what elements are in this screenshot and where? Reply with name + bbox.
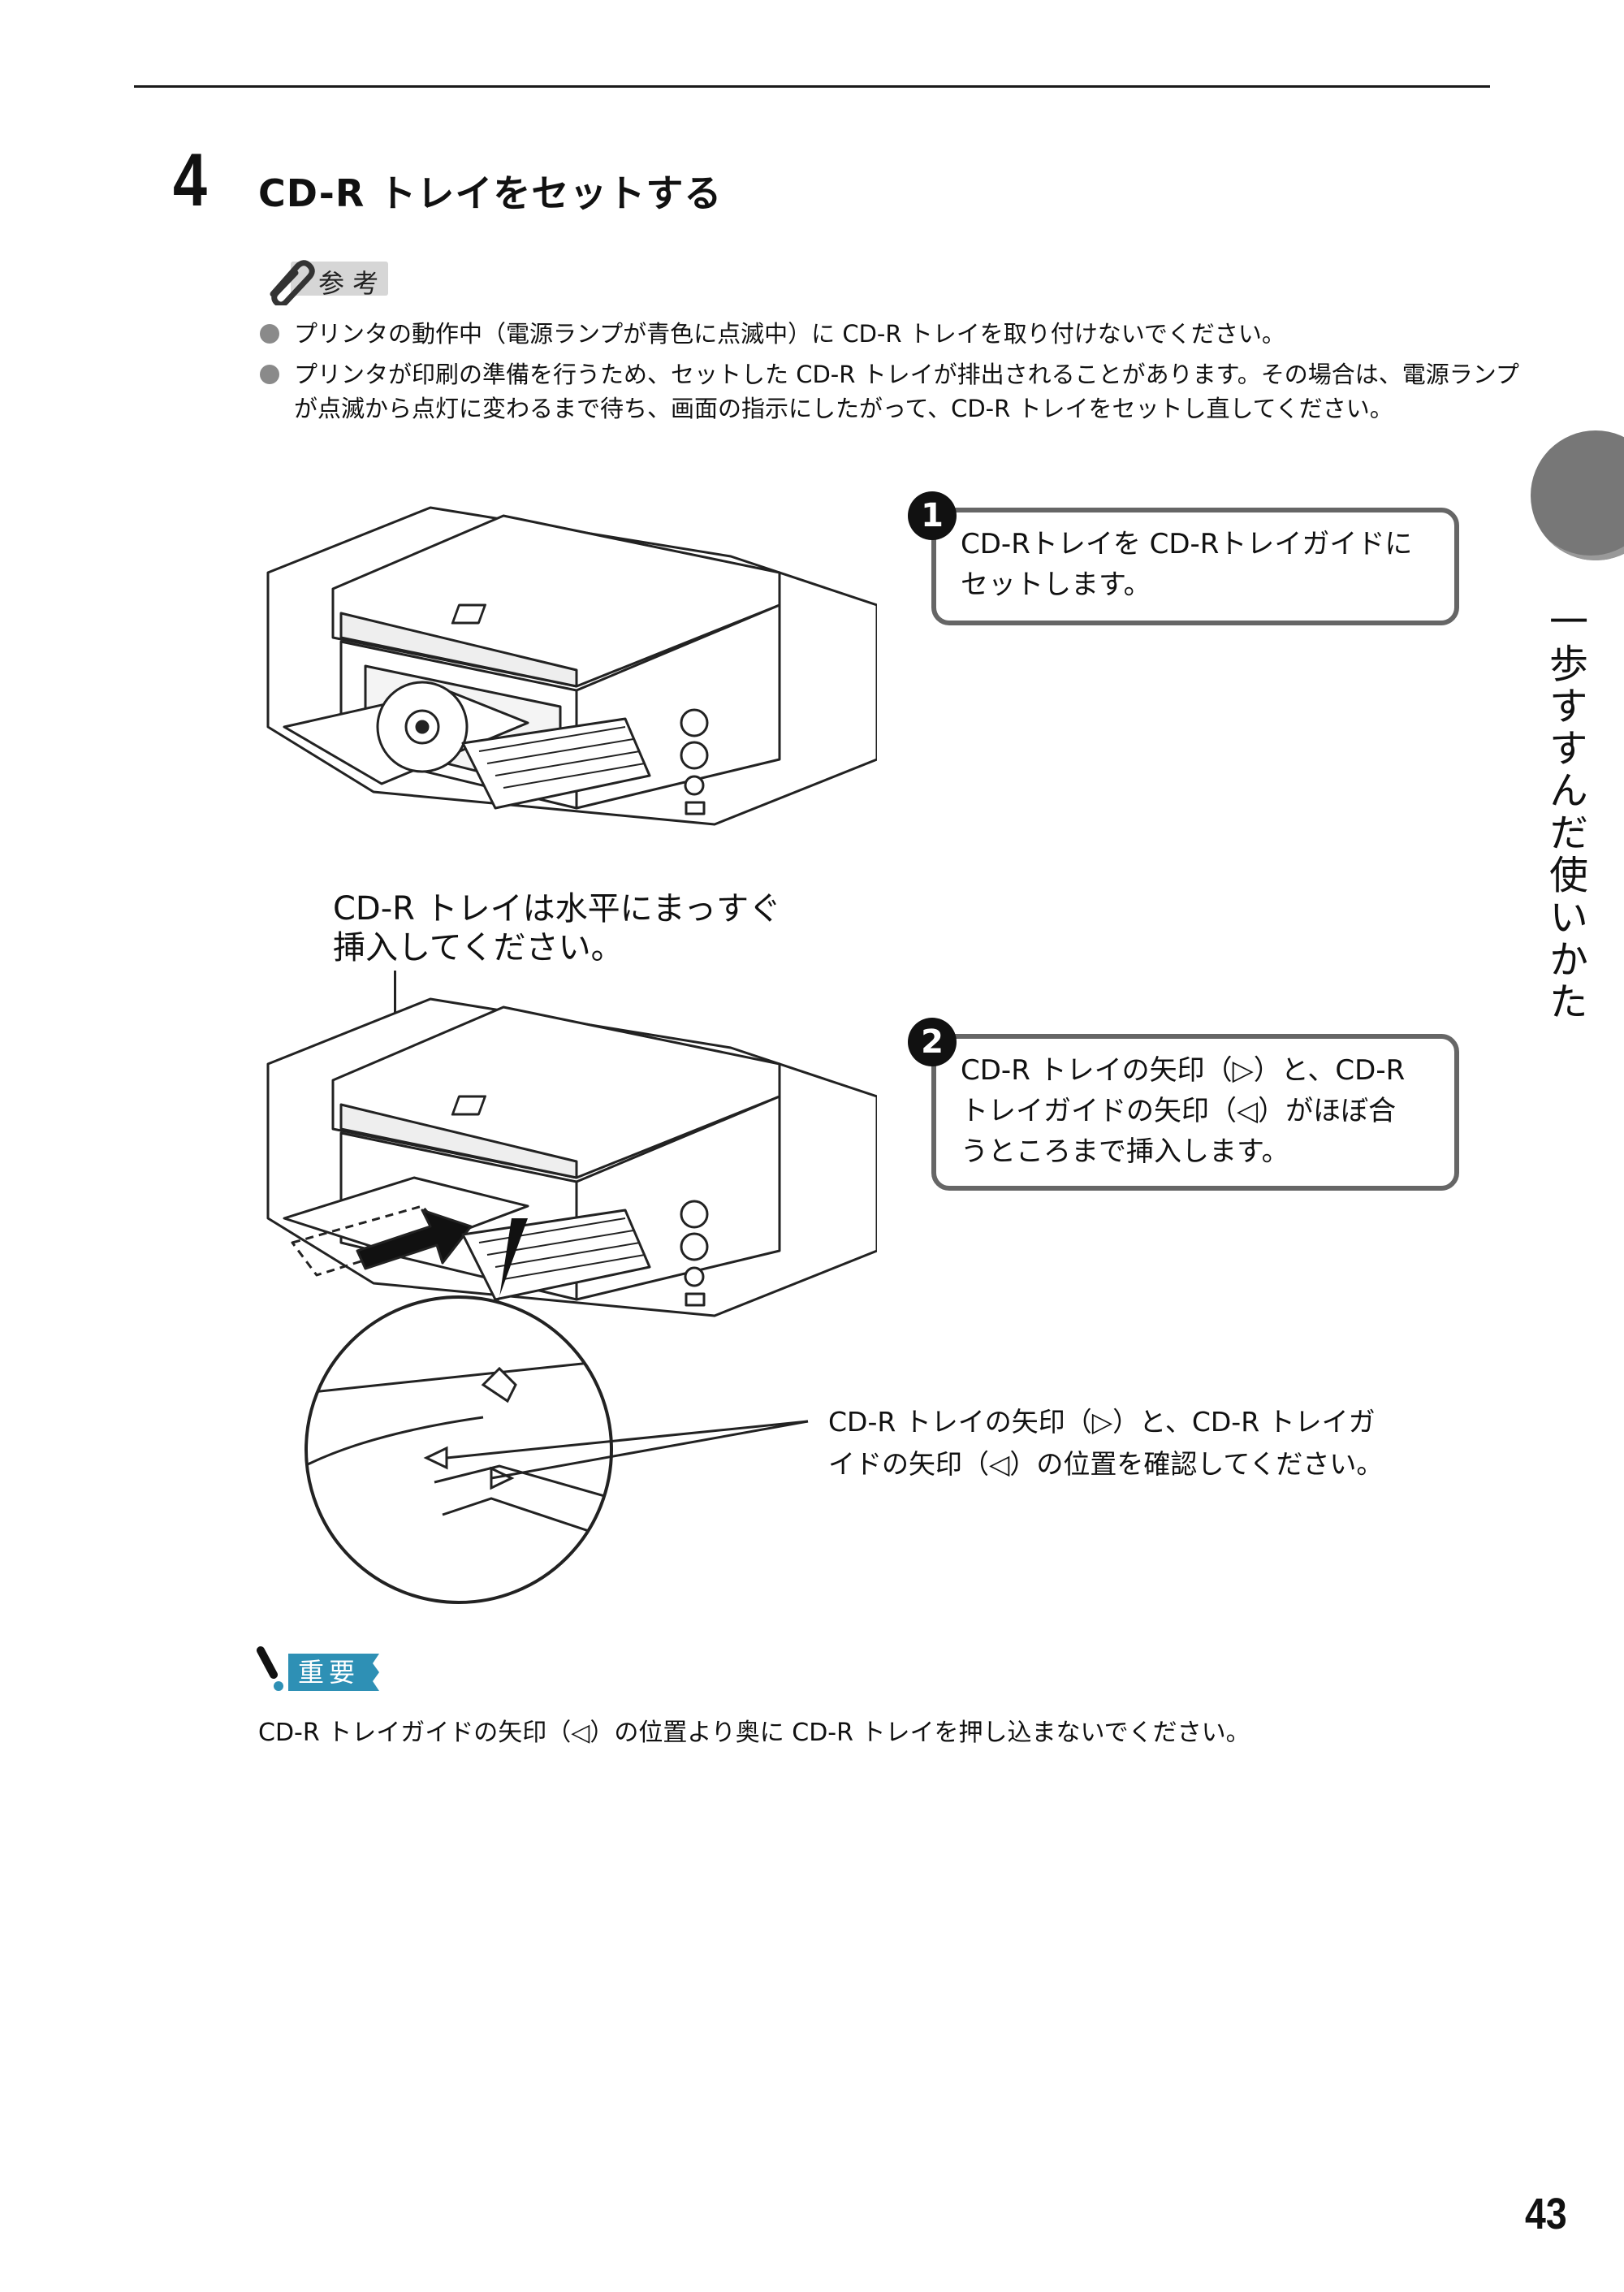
- callout-number-2: 2: [908, 1018, 957, 1066]
- callout-number-1: 1: [908, 491, 957, 540]
- step-number: 4: [173, 139, 207, 222]
- reference-badge: 参 考: [258, 257, 388, 305]
- page-number: 43: [1525, 2190, 1567, 2238]
- zoom-caption: CD-R トレイの矢印（▷）と、CD-R トレイガ イドの矢印（◁）の位置を確認…: [828, 1406, 1384, 1480]
- step-title: CD-R トレイをセットする: [258, 171, 723, 215]
- callout-step-1: CD-Rトレイを CD-Rトレイガイドに セットします。: [931, 508, 1459, 625]
- insertion-instruction: CD-R トレイは水平にまっすぐ 挿入してください。: [333, 890, 782, 967]
- list-item: プリンタが印刷の準備を行うため、セットした CD-R トレイが排出されることがあ…: [258, 357, 1525, 426]
- important-text: CD-R トレイガイドの矢印（◁）の位置より奥に CD-R トレイを押し込まない…: [258, 1719, 1250, 1747]
- list-item: プリンタの動作中（電源ランプが青色に点滅中）に CD-R トレイを取り付けないで…: [258, 317, 1525, 351]
- important-label: 重要: [288, 1654, 369, 1691]
- exclamation-icon: [257, 1646, 283, 1691]
- important-badge: 重要: [256, 1642, 394, 1694]
- top-rule: [134, 85, 1490, 88]
- bullet-icon: [260, 365, 279, 384]
- section-tab: [1531, 430, 1624, 560]
- printer-illustration-1: [266, 506, 877, 826]
- reference-notes: プリンタの動作中（電源ランプが青色に点滅中）に CD-R トレイを取り付けないで…: [258, 317, 1525, 432]
- bullet-icon: [260, 324, 279, 344]
- reference-label: 参 考: [318, 268, 379, 299]
- printer-illustration-2: [266, 997, 877, 1324]
- zoom-detail-illustration: [304, 1295, 809, 1604]
- paperclip-icon: [270, 260, 315, 305]
- section-tab-label: 一歩すすんだ使いかた: [1542, 601, 1587, 1023]
- callout-step-2: CD-R トレイの矢印（▷）と、CD-R トレイガイドの矢印（◁）がほぼ合 うと…: [931, 1034, 1459, 1191]
